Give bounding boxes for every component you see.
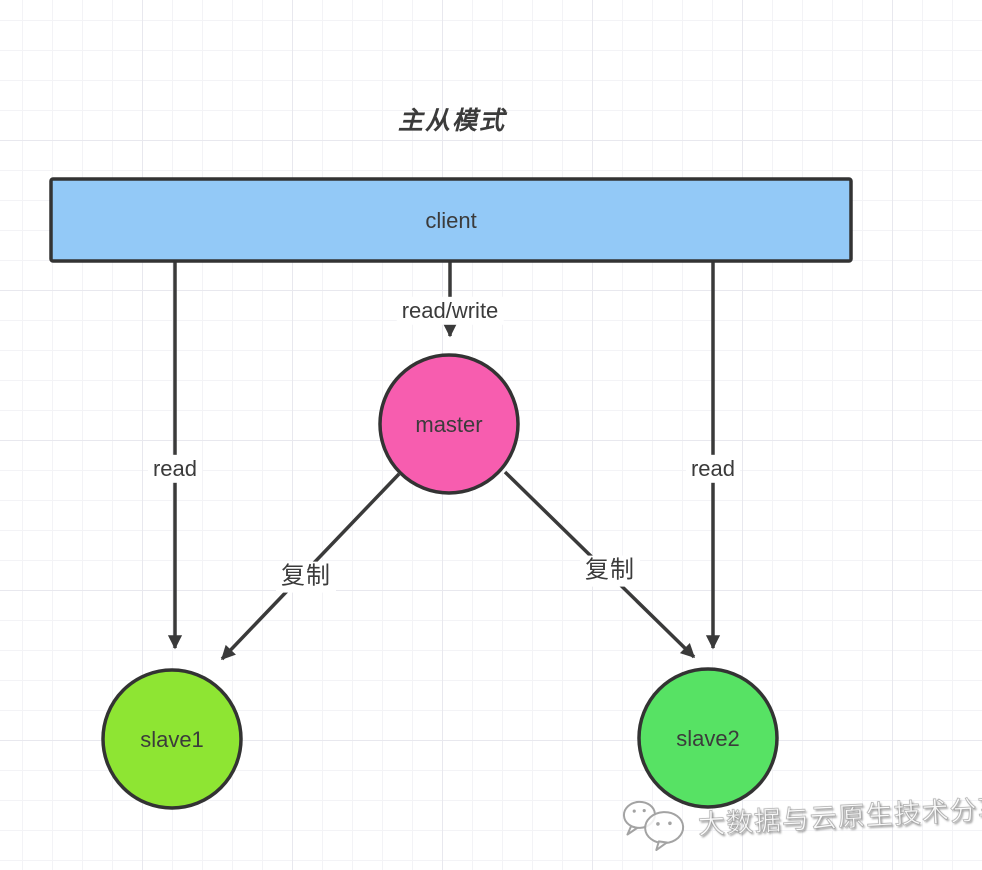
master-node <box>378 353 520 495</box>
edge-label-replicate-left: 复制 <box>276 561 336 593</box>
slave1-node <box>101 668 243 810</box>
edge-label-read-write: read/write <box>396 296 504 326</box>
slave1-node-label: slave1 <box>140 726 204 752</box>
diagram-title: 主从模式 <box>397 107 507 135</box>
slave2-node-label: slave2 <box>676 725 740 751</box>
edge-label-replicate-right: 复制 <box>580 555 640 587</box>
client-node-label: client <box>425 207 477 233</box>
slave2-node <box>637 667 779 809</box>
master-node-label: master <box>415 411 483 437</box>
client-node <box>49 177 853 263</box>
edge-label-read-left: read <box>147 454 203 484</box>
edge-label-read-right: read <box>685 454 741 484</box>
